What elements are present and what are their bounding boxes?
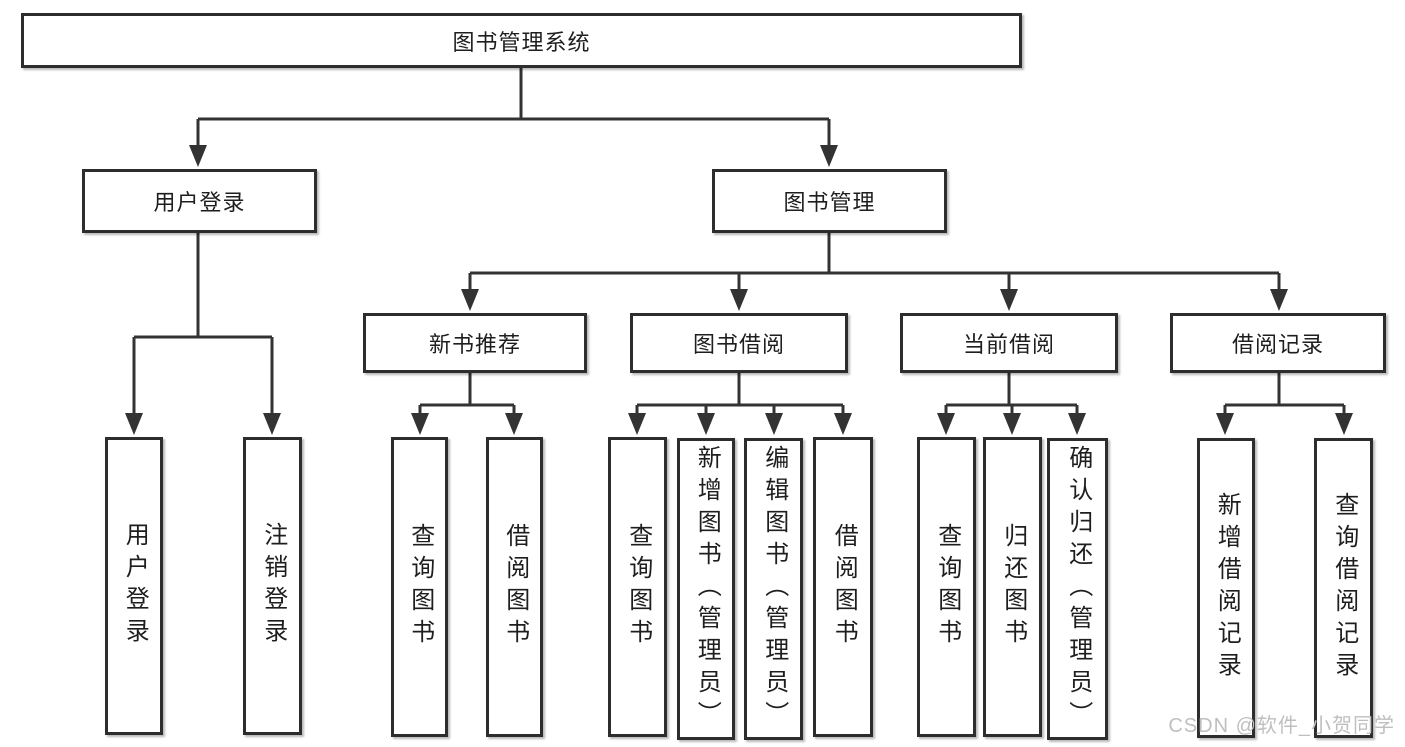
csdn-watermark: CSDN @软件_小贺同学 — [1168, 715, 1395, 737]
leaf-borrow-books: 借阅图书 — [813, 437, 873, 737]
leaf-logout-label: 注销登录 — [259, 522, 287, 650]
leaf-rec-borrow-books-label: 借阅图书 — [501, 523, 529, 651]
leaf-edit-books-admin-label: 编辑图书（管理员） — [760, 445, 788, 733]
leaf-query-borrow-record: 查询借阅记录 — [1314, 438, 1373, 738]
leaf-user-login: 用户登录 — [105, 437, 163, 735]
leaf-add-borrow-record-label: 新增借阅记录 — [1213, 492, 1241, 684]
node-user-login: 用户登录 — [82, 169, 317, 233]
leaf-logout: 注销登录 — [243, 437, 302, 735]
leaf-query-borrow-record-label: 查询借阅记录 — [1330, 492, 1358, 684]
node-library-system: 图书管理系统 — [21, 13, 1022, 68]
node-book-borrow: 图书借阅 — [630, 313, 848, 373]
node-new-book-recommend: 新书推荐 — [363, 313, 587, 373]
leaf-add-books-admin: 新增图书（管理员） — [677, 438, 735, 740]
leaf-user-login-label: 用户登录 — [121, 522, 149, 650]
leaf-borrow-query-books: 查询图书 — [608, 437, 667, 737]
leaf-current-query-books: 查询图书 — [917, 437, 976, 737]
leaf-confirm-return-admin: 确认归还（管理员） — [1047, 438, 1108, 740]
leaf-add-books-admin-label: 新增图书（管理员） — [693, 445, 721, 733]
leaf-return-books-label: 归还图书 — [999, 523, 1027, 651]
leaf-add-borrow-record: 新增借阅记录 — [1197, 438, 1255, 738]
node-borrow-records: 借阅记录 — [1170, 313, 1386, 373]
leaf-current-query-books-label: 查询图书 — [933, 523, 961, 651]
leaf-edit-books-admin: 编辑图书（管理员） — [744, 438, 803, 740]
leaf-borrow-books-label: 借阅图书 — [830, 523, 858, 651]
leaf-confirm-return-admin-label: 确认归还（管理员） — [1064, 445, 1092, 733]
node-book-management: 图书管理 — [712, 169, 947, 233]
leaf-return-books: 归还图书 — [983, 437, 1042, 737]
leaf-rec-query-books-label: 查询图书 — [406, 523, 434, 651]
leaf-borrow-query-books-label: 查询图书 — [624, 523, 652, 651]
leaf-rec-query-books: 查询图书 — [391, 437, 448, 737]
node-current-borrow: 当前借阅 — [900, 313, 1118, 373]
leaf-rec-borrow-books: 借阅图书 — [486, 437, 543, 737]
